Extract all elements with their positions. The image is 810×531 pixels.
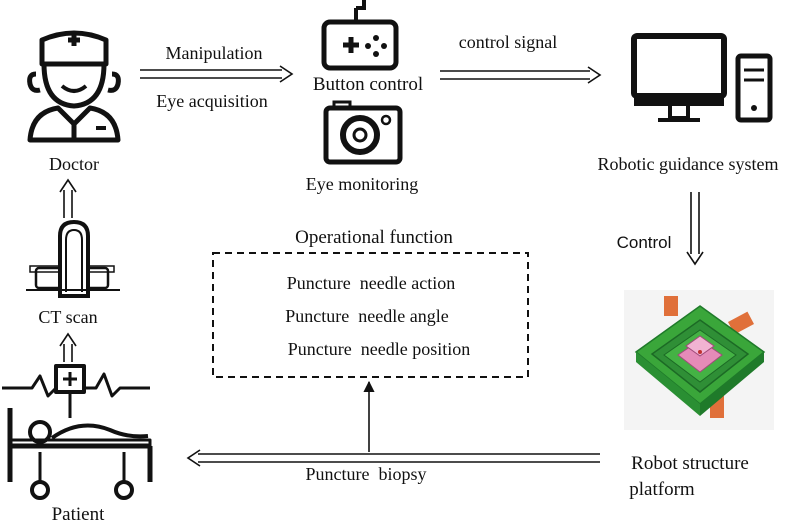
camera-icon [323,100,403,165]
computer-icon [631,33,773,123]
arrow-platform-to-patient [186,449,600,467]
robot-platform-label-line2: platform [629,479,695,500]
robot-platform-image [624,290,774,430]
ct-scanner-icon [26,219,120,298]
operational-item: Puncture needle position [288,339,470,359]
operational-item: Puncture needle angle [285,306,448,326]
ct-scan-label: CT scan [38,307,97,327]
doctor-icon [27,30,121,143]
arrow-guidance-to-platform [686,192,704,266]
arrow-ct-to-doctor [59,178,77,218]
arrow-control-to-guidance [440,66,602,84]
operational-item: Puncture needle action [287,273,455,293]
operational-title: Operational function [295,227,453,248]
robot-platform-label-line1: Robot structure [631,453,749,474]
patient-label: Patient [52,504,105,525]
arrow-patient-to-ct [59,332,77,362]
doctor-label: Doctor [49,154,99,174]
puncture-biopsy-label: Puncture biopsy [306,464,427,484]
arrow-doctor-to-control [140,65,294,83]
robotic-guidance-label: Robotic guidance system [598,154,779,174]
eye-monitoring-label: Eye monitoring [306,174,418,194]
control-signal-label: control signal [459,32,557,52]
patient-icon [2,364,153,500]
eye-acquisition-label: Eye acquisition [156,91,267,111]
button-control-label: Button control [313,74,423,95]
control-label: Control [617,233,672,252]
operational-box [212,252,529,378]
gamepad-icon [321,0,399,71]
manipulation-label: Manipulation [166,43,263,63]
